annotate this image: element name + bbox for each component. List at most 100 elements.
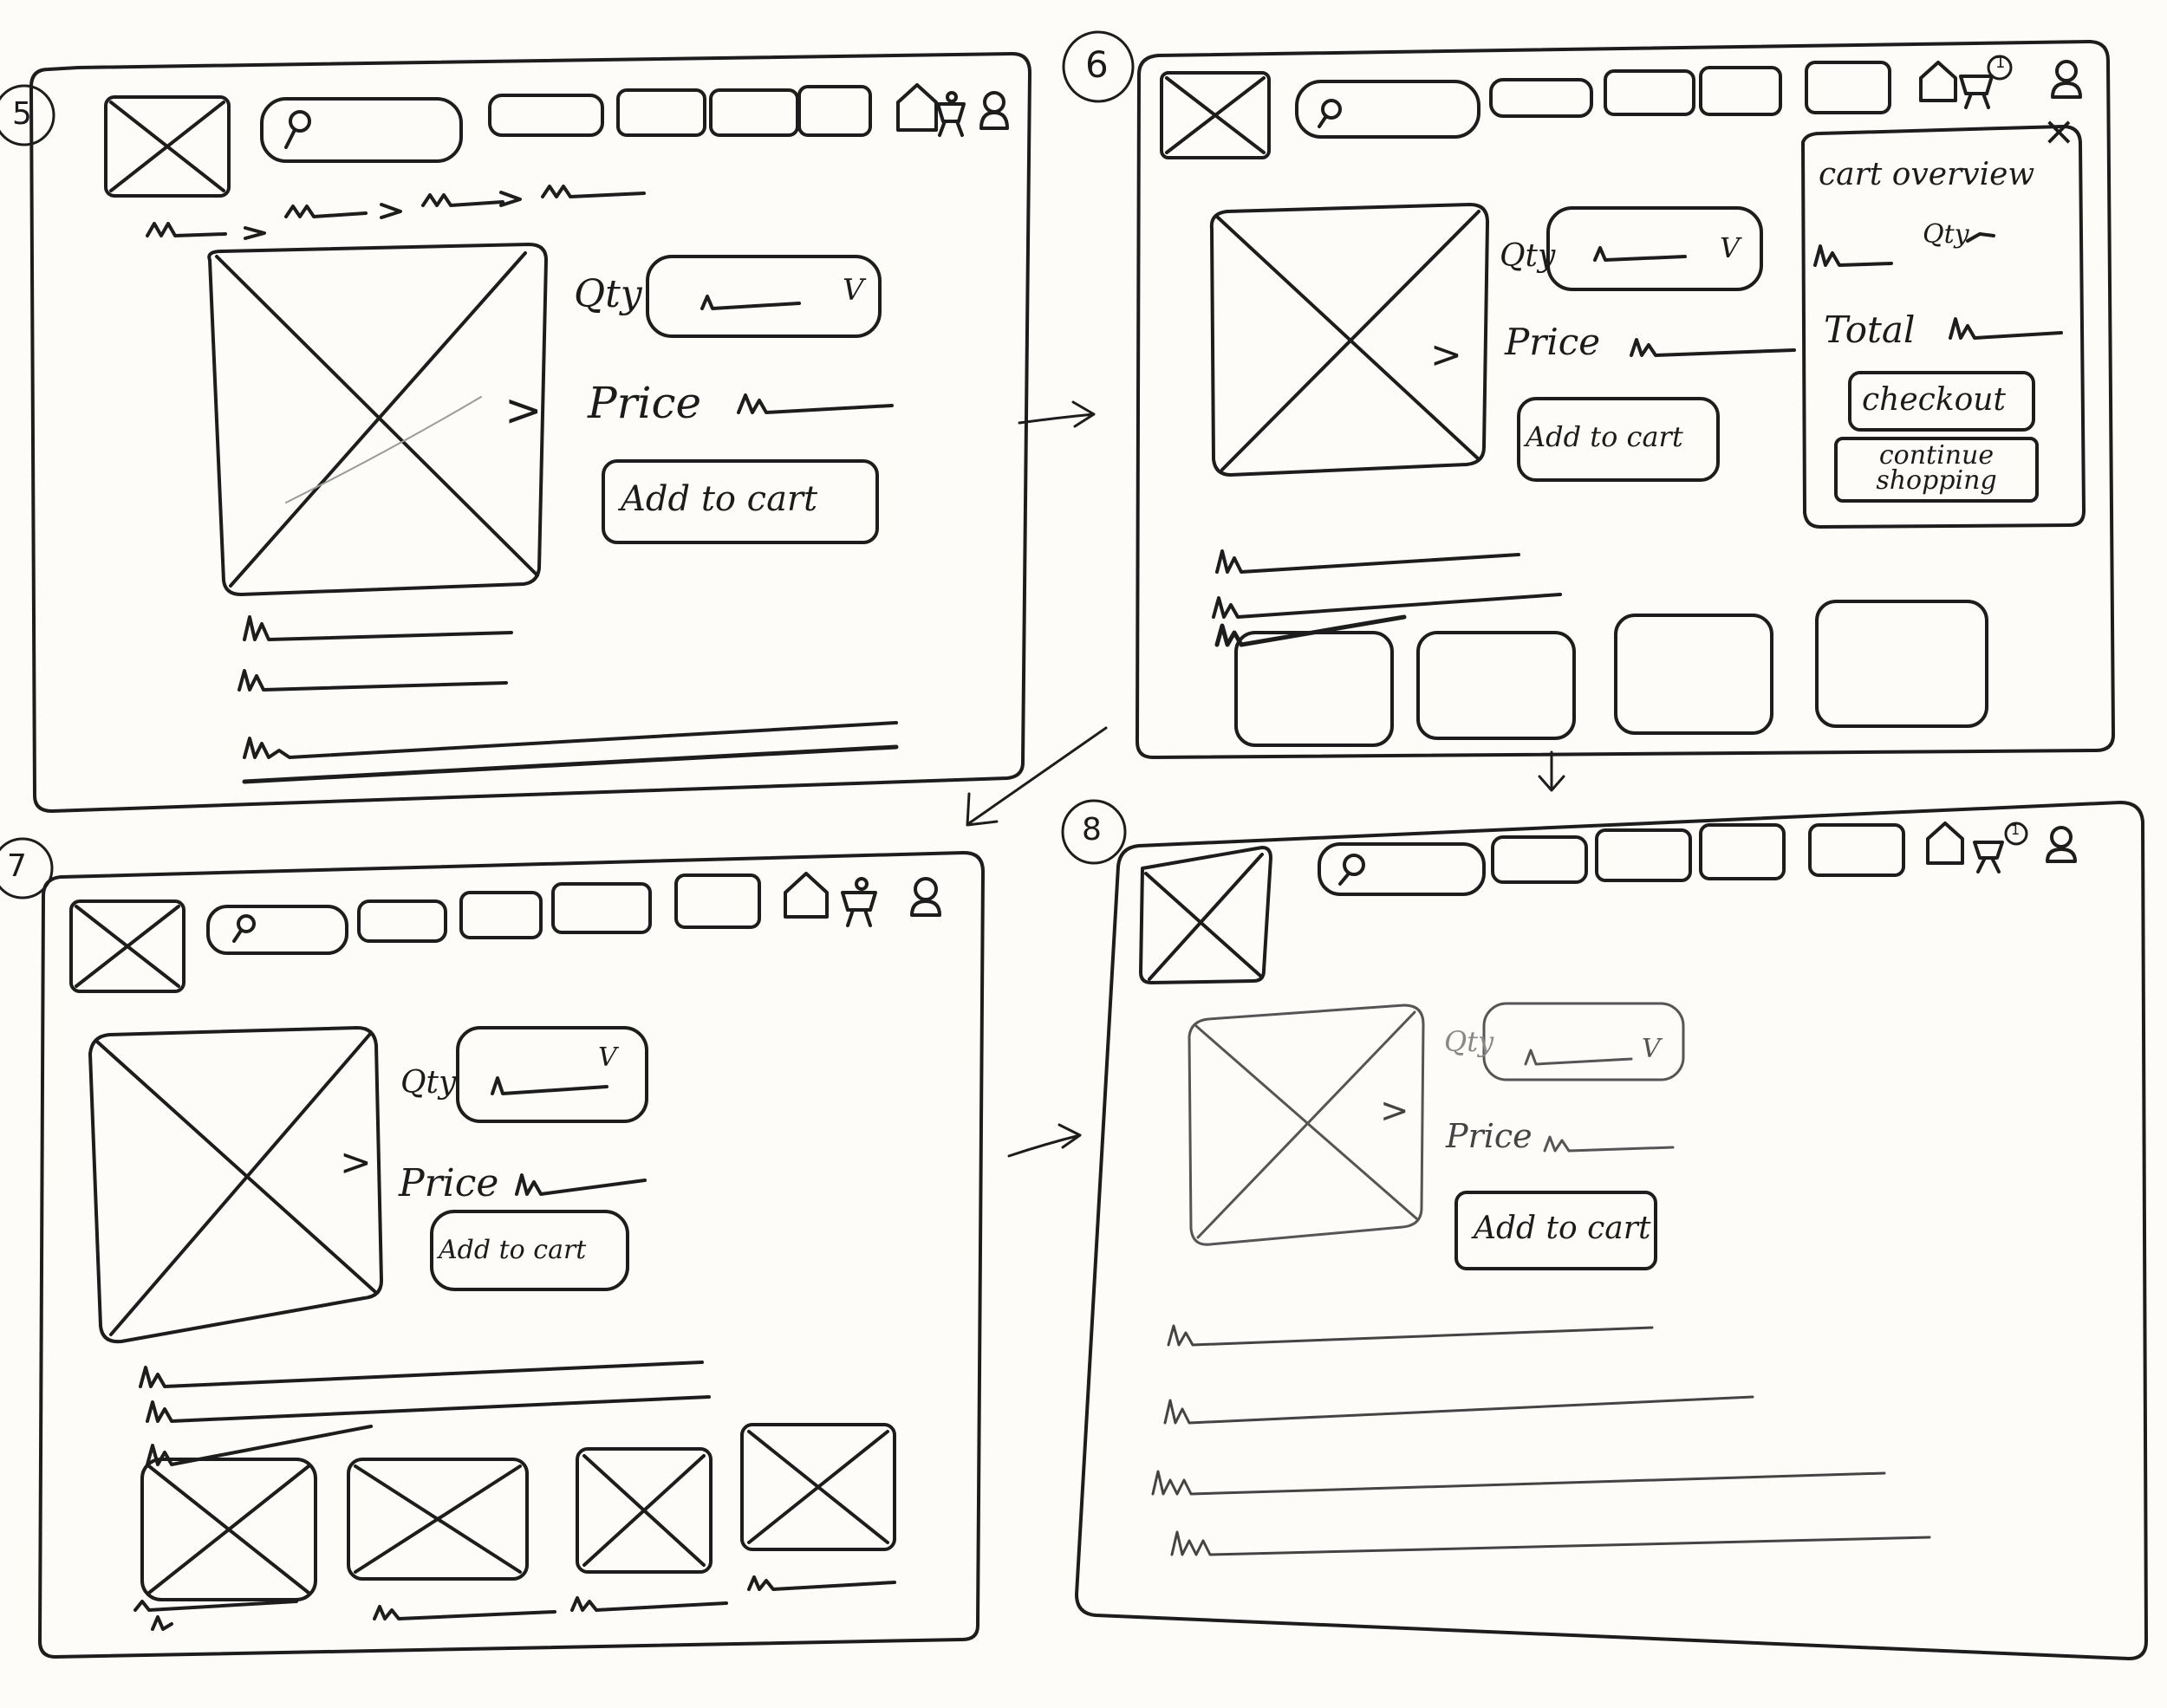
frame-5 <box>0 52 1031 813</box>
search-icon <box>232 914 256 943</box>
breadcrumb[interactable] <box>146 185 646 240</box>
arrow-5-to-6 <box>1018 400 1096 428</box>
qty-value-scribble <box>700 295 801 310</box>
nav-tab[interactable] <box>1489 78 1593 118</box>
qty-label: Qty <box>400 1065 457 1101</box>
nav-tab[interactable] <box>797 85 872 137</box>
nav-tab[interactable] <box>357 899 447 943</box>
price-value-scribble <box>515 1173 647 1196</box>
cart-overview-qty-scribble <box>1966 232 1995 243</box>
cart-overview-total-scribble <box>1949 317 2063 340</box>
qty-dropdown[interactable] <box>1546 206 1763 291</box>
cart-icon[interactable] <box>1973 841 2004 873</box>
search-input[interactable] <box>1318 842 1486 896</box>
home-icon[interactable] <box>1926 822 1964 865</box>
description-line <box>1151 1470 1886 1496</box>
nav-tab[interactable] <box>1595 828 1692 882</box>
recommendation-card[interactable] <box>1234 631 1394 747</box>
cart-badge <box>1987 55 2013 81</box>
nav-tab[interactable] <box>709 88 799 137</box>
cart-overview-qty-label: Qty <box>1923 219 1969 250</box>
frame-7 <box>0 837 985 1659</box>
add-to-cart-label: Add to cart <box>1474 1211 1651 1246</box>
qty-dropdown[interactable] <box>646 255 882 338</box>
home-icon[interactable] <box>896 83 938 132</box>
frame-6-number-circle <box>1062 30 1135 103</box>
nav-tab[interactable] <box>1699 66 1782 116</box>
product-name-scribble <box>373 1605 556 1620</box>
continue-shopping-button[interactable] <box>1834 437 2039 503</box>
add-to-cart-button[interactable] <box>1517 397 1720 482</box>
price-value-scribble <box>737 393 894 414</box>
frame-5-border <box>29 52 1031 813</box>
recommendation-card[interactable] <box>347 1458 556 1620</box>
nav-tab[interactable] <box>488 94 604 137</box>
add-to-cart-button[interactable] <box>430 1210 629 1291</box>
arrow-6-to-8 <box>1538 750 1565 792</box>
recommendation-card[interactable] <box>1614 614 1773 735</box>
qty-label: Qty <box>1500 238 1556 274</box>
recommendation-card[interactable] <box>1416 631 1576 740</box>
recommendation-card[interactable] <box>570 1447 728 1612</box>
logo-placeholder <box>1160 71 1271 159</box>
user-icon[interactable] <box>2046 826 2077 863</box>
nav-tab[interactable] <box>551 882 652 934</box>
arrow-6-to-7 <box>966 726 1108 827</box>
next-image-icon[interactable]: > <box>1430 333 1462 377</box>
cart-icon[interactable] <box>1959 75 1994 109</box>
description-line <box>243 615 513 641</box>
user-icon[interactable] <box>979 91 1009 130</box>
nav-tab[interactable] <box>1491 835 1588 884</box>
recommendation-card[interactable] <box>1815 600 1988 728</box>
description-line <box>1170 1530 1931 1556</box>
description-line <box>139 1361 704 1388</box>
close-icon[interactable]: × <box>2042 107 2076 154</box>
add-to-cart-button[interactable] <box>1454 1191 1657 1270</box>
arrow-7-to-8 <box>1007 1123 1082 1158</box>
description-line <box>146 1395 711 1423</box>
qty-dropdown[interactable] <box>1482 1002 1685 1081</box>
logo-placeholder <box>104 95 231 198</box>
nav-tab[interactable] <box>674 873 761 929</box>
description-line <box>1215 549 1520 574</box>
nav-tab[interactable] <box>616 88 706 137</box>
nav-tab[interactable] <box>1699 823 1786 880</box>
search-input[interactable] <box>206 905 348 955</box>
home-icon[interactable] <box>784 872 829 919</box>
nav-tab[interactable] <box>459 891 543 939</box>
frame-5-number: 5 <box>12 96 32 132</box>
user-icon[interactable] <box>910 877 941 917</box>
next-image-icon[interactable]: > <box>1380 1091 1409 1131</box>
product-name-scribble <box>570 1596 728 1612</box>
frame-7-border <box>38 851 985 1659</box>
cart-overview-qty-scribble <box>1813 244 1893 267</box>
cart-badge-count: 1 <box>2011 822 2021 838</box>
recommendation-card[interactable] <box>740 1423 896 1591</box>
next-image-icon[interactable]: > <box>504 385 543 437</box>
price-label: Price <box>1505 321 1601 363</box>
user-icon[interactable] <box>2051 60 2082 99</box>
product-image-placeholder <box>207 243 548 596</box>
search-input[interactable] <box>1295 80 1480 139</box>
search-input[interactable] <box>260 97 463 163</box>
cart-icon[interactable] <box>841 877 877 927</box>
product-name-scribble <box>747 1575 896 1591</box>
nav-tab[interactable] <box>1805 61 1891 114</box>
cart-icon[interactable] <box>936 91 966 137</box>
home-icon[interactable] <box>1919 61 1957 102</box>
add-to-cart-label: Add to cart <box>439 1235 587 1265</box>
add-to-cart-button[interactable] <box>602 459 879 544</box>
nav-tab[interactable] <box>1604 69 1695 116</box>
nav-tab[interactable] <box>1808 823 1905 877</box>
recommendation-card[interactable] <box>133 1458 317 1631</box>
description-line <box>1167 1324 1654 1347</box>
qty-dropdown[interactable] <box>456 1026 648 1123</box>
price-label: Price <box>1446 1117 1533 1155</box>
chevron-down-icon: V <box>1642 1034 1661 1064</box>
checkout-button[interactable] <box>1848 371 2035 432</box>
next-image-icon[interactable]: > <box>340 1140 372 1185</box>
price-label: Price <box>588 378 702 428</box>
description-line <box>1214 614 1407 647</box>
add-to-cart-label: Add to cart <box>1526 420 1683 453</box>
search-icon <box>1338 854 1365 886</box>
